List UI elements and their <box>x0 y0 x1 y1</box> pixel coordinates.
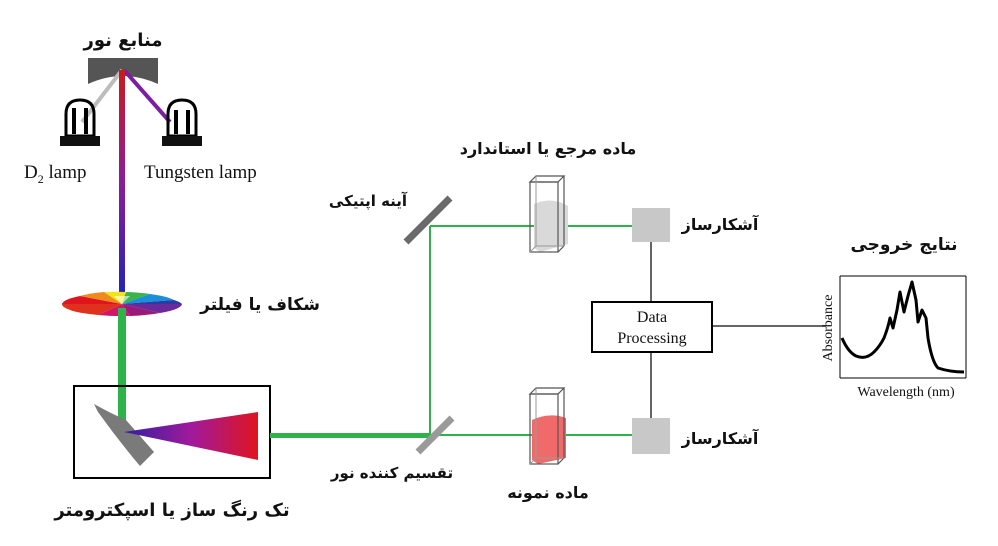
absorbance-spectrum-plot <box>839 275 967 379</box>
detector-top-label: آشکارساز <box>681 214 759 234</box>
dispersed-light-fan <box>124 412 258 460</box>
detector-top <box>632 208 670 242</box>
sample-cuvette <box>528 387 566 465</box>
d2-lamp-label: D2 lamp <box>24 162 86 186</box>
detector-bottom-label: آشکارساز <box>681 428 759 448</box>
absorbance-axis-label: Absorbance <box>821 295 836 362</box>
data-processing-box <box>591 301 713 353</box>
optical-mirror <box>403 195 453 245</box>
grating-mirror <box>94 404 154 466</box>
beam-splitter <box>415 415 455 455</box>
data-processing-line1: Data <box>637 309 667 326</box>
color-filter-wheel <box>62 291 182 317</box>
reference-cuvette <box>528 175 568 253</box>
green-beam-vertical <box>118 308 126 430</box>
tungsten-lamp-label: Tungsten lamp <box>144 162 257 183</box>
detector-bottom <box>632 418 670 454</box>
beam-splitter-label: تقسیم کننده نور <box>330 464 453 482</box>
wavelength-axis-label: Wavelength (nm) <box>857 385 955 400</box>
prism-filter-label: شکاف یا فیلتر <box>199 295 320 315</box>
tungsten-lamp-icon <box>162 98 202 146</box>
reference-label: ماده مرجع یا استاندارد <box>460 139 637 158</box>
spectrum-curve <box>840 280 965 374</box>
data-processing-line2: Processing <box>617 330 686 347</box>
green-beam-horizontal <box>270 433 430 438</box>
sample-label: ماده نمونه <box>507 483 589 502</box>
d2-beam <box>80 68 124 124</box>
mirror-label: آینه اپتیکی <box>329 192 408 211</box>
tungsten-beam <box>122 68 172 124</box>
monochromator-label: تک رنگ ساز یا اسپکترومتر <box>53 499 289 521</box>
rainbow-beam <box>119 70 125 296</box>
output-results-label: نتایج خروجی <box>850 235 957 255</box>
monochromator-box <box>73 385 271 479</box>
d2-lamp-icon <box>60 98 100 146</box>
light-sources-label: منابع نور <box>83 30 163 51</box>
